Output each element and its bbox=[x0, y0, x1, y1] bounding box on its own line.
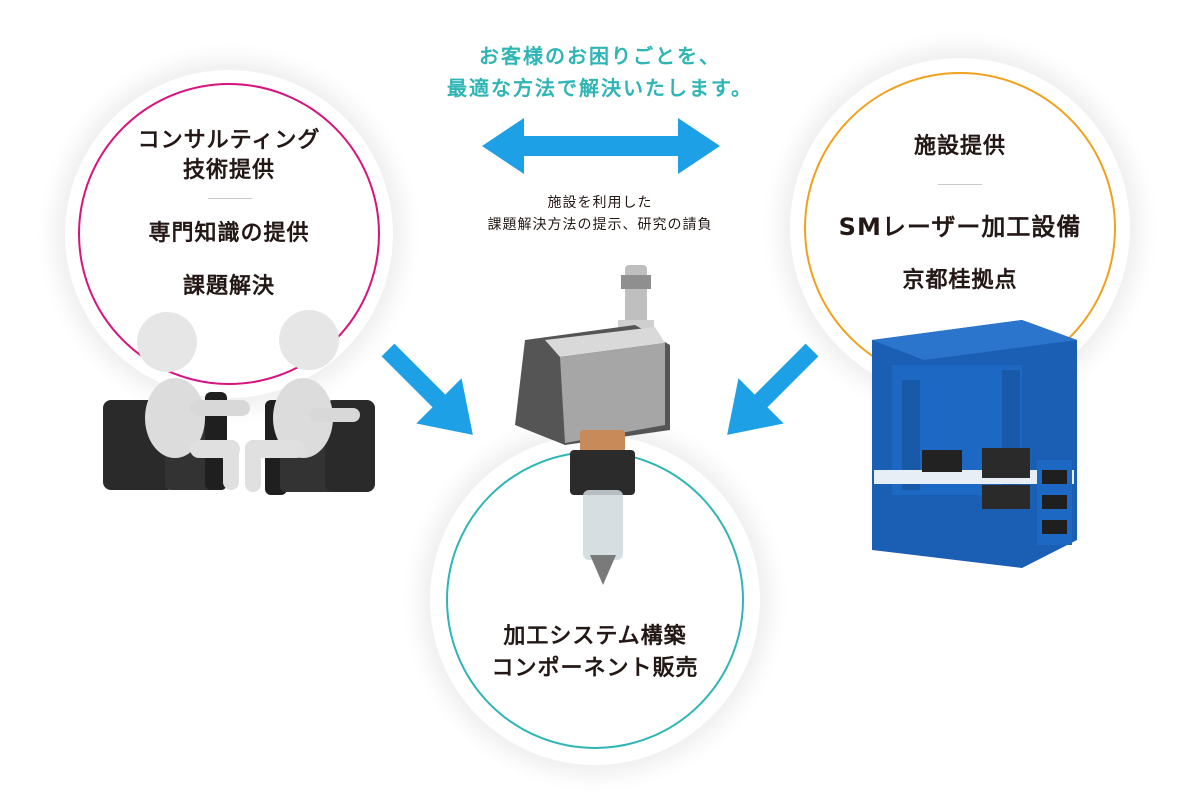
consulting-people-illustration bbox=[103, 310, 375, 495]
expertise-label: 専門知識の提供 bbox=[148, 221, 310, 246]
problem-solving-label: 課題解決 bbox=[182, 274, 275, 299]
header-line2: 最適な方法で解決いたします。 bbox=[447, 76, 753, 100]
center-note-line1: 施設を利用した bbox=[547, 195, 653, 211]
laser-head-illustration bbox=[515, 265, 670, 585]
laser-machine-illustration bbox=[872, 320, 1077, 568]
facility-label: 施設提供 bbox=[913, 134, 1006, 159]
arrow-down-left-icon bbox=[727, 343, 819, 435]
tech-provision-label: 技術提供 bbox=[182, 158, 275, 183]
consulting-divider bbox=[208, 198, 252, 199]
consulting-ring bbox=[78, 83, 380, 385]
facility-divider bbox=[938, 184, 982, 185]
laser-equipment-label: SMレーザー加工設備 bbox=[838, 213, 1082, 241]
component-sales-label: コンポーネント販売 bbox=[491, 656, 699, 681]
arrow-down-right-icon bbox=[381, 343, 473, 435]
kyoto-katsura-label: 京都桂拠点 bbox=[902, 268, 1018, 293]
center-note-line2: 課題解決方法の提示、研究の請負 bbox=[487, 217, 713, 233]
header-line1: お客様のお困りごとを、 bbox=[479, 44, 721, 68]
consulting-label: コンサルティング bbox=[137, 128, 321, 153]
system-build-label: 加工システム構築 bbox=[503, 624, 687, 649]
double-arrow-icon bbox=[482, 118, 720, 174]
